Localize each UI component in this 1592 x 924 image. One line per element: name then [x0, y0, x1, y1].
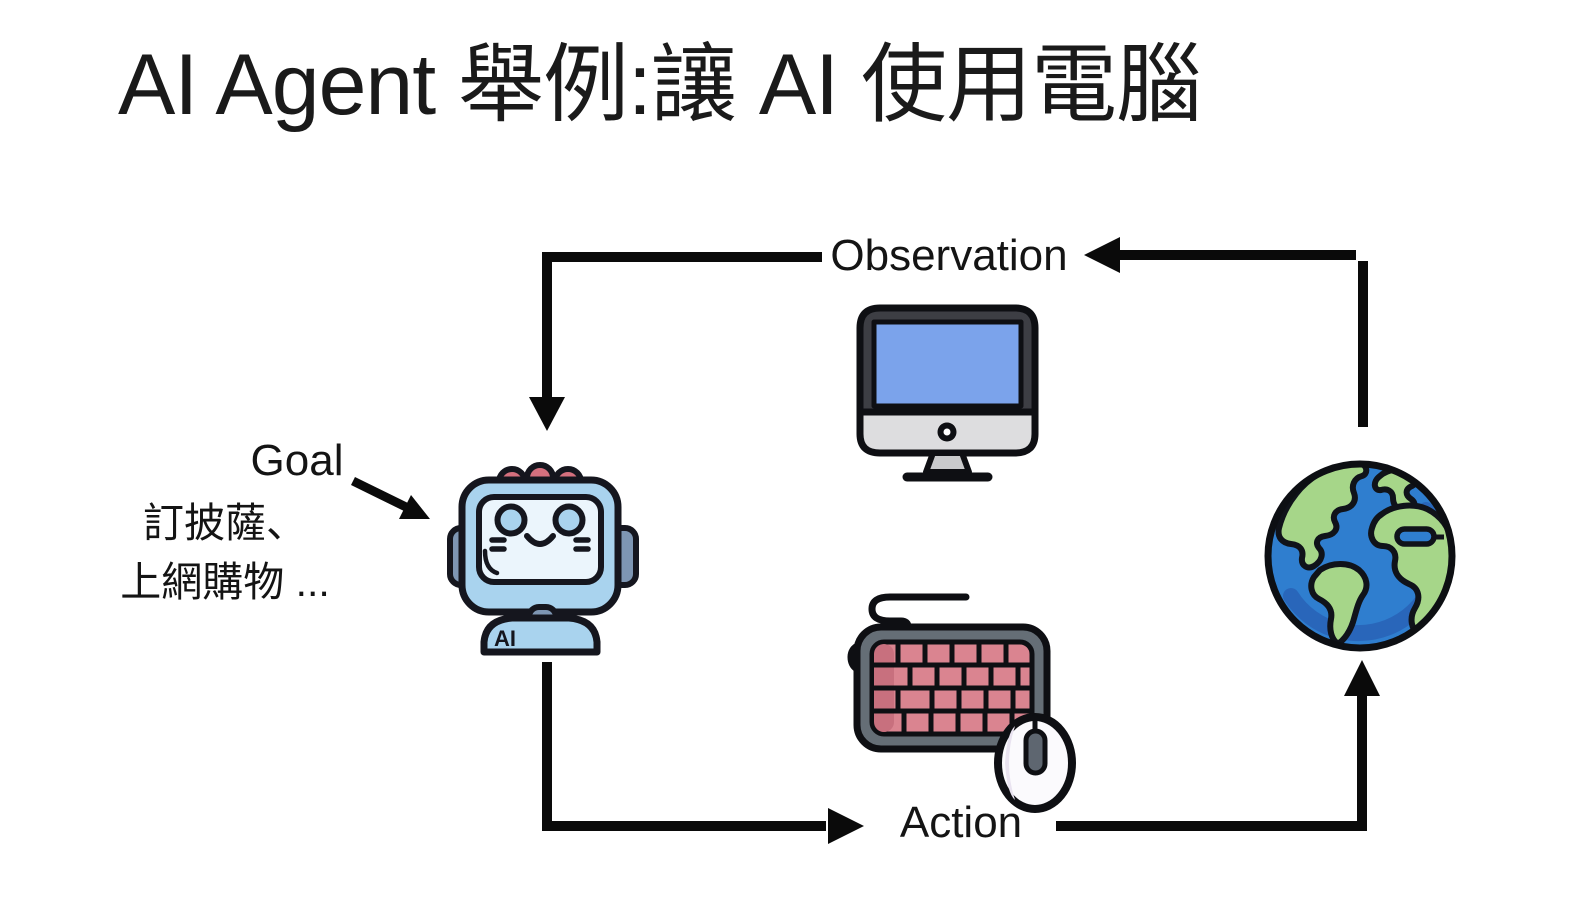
robot-body [480, 614, 601, 656]
monitor-stand [923, 450, 972, 475]
robot-icon: AI [447, 462, 639, 656]
robot-badge: AI [494, 626, 516, 651]
robot-eye-right [552, 503, 586, 537]
globe-icon [1264, 460, 1456, 652]
mouse-wheel [1023, 728, 1048, 776]
globe-sea-dash [1394, 526, 1437, 547]
goal-label: Goal [250, 436, 344, 485]
observation-label: Observation [830, 231, 1068, 280]
robot-smile [524, 533, 556, 547]
monitor-screen [871, 319, 1024, 409]
arrowhead-up [1344, 660, 1380, 696]
action-label: Action [899, 798, 1023, 847]
robot-eye-left [494, 503, 528, 537]
arrowhead-left [1084, 237, 1120, 273]
keyboard-mouse-icon [847, 593, 1076, 813]
mouse [994, 713, 1076, 813]
action-to-globe-arrow [1056, 694, 1367, 831]
robot-cheek-marks [489, 537, 591, 552]
goal-example-line2: 上網購物 ... [120, 559, 330, 605]
page-title: AI Agent 舉例:讓 AI 使用電腦 [118, 37, 1202, 133]
robot-to-action-arrow [542, 662, 826, 831]
globe-outline [1264, 460, 1456, 652]
goal-arrow [351, 476, 408, 512]
goal-examples: 訂披薩、 上網購物 ... [120, 494, 330, 612]
monitor-icon [856, 304, 1039, 482]
goal-arrowhead [399, 495, 430, 519]
observation-to-robot-arrow [542, 252, 822, 398]
arrowhead-right [828, 808, 864, 844]
keyboard-key-grid [872, 642, 1032, 734]
keyboard-cable [868, 593, 970, 637]
arrowhead-down [529, 397, 565, 431]
goal-example-line1: 訂披薩、 [142, 499, 307, 546]
